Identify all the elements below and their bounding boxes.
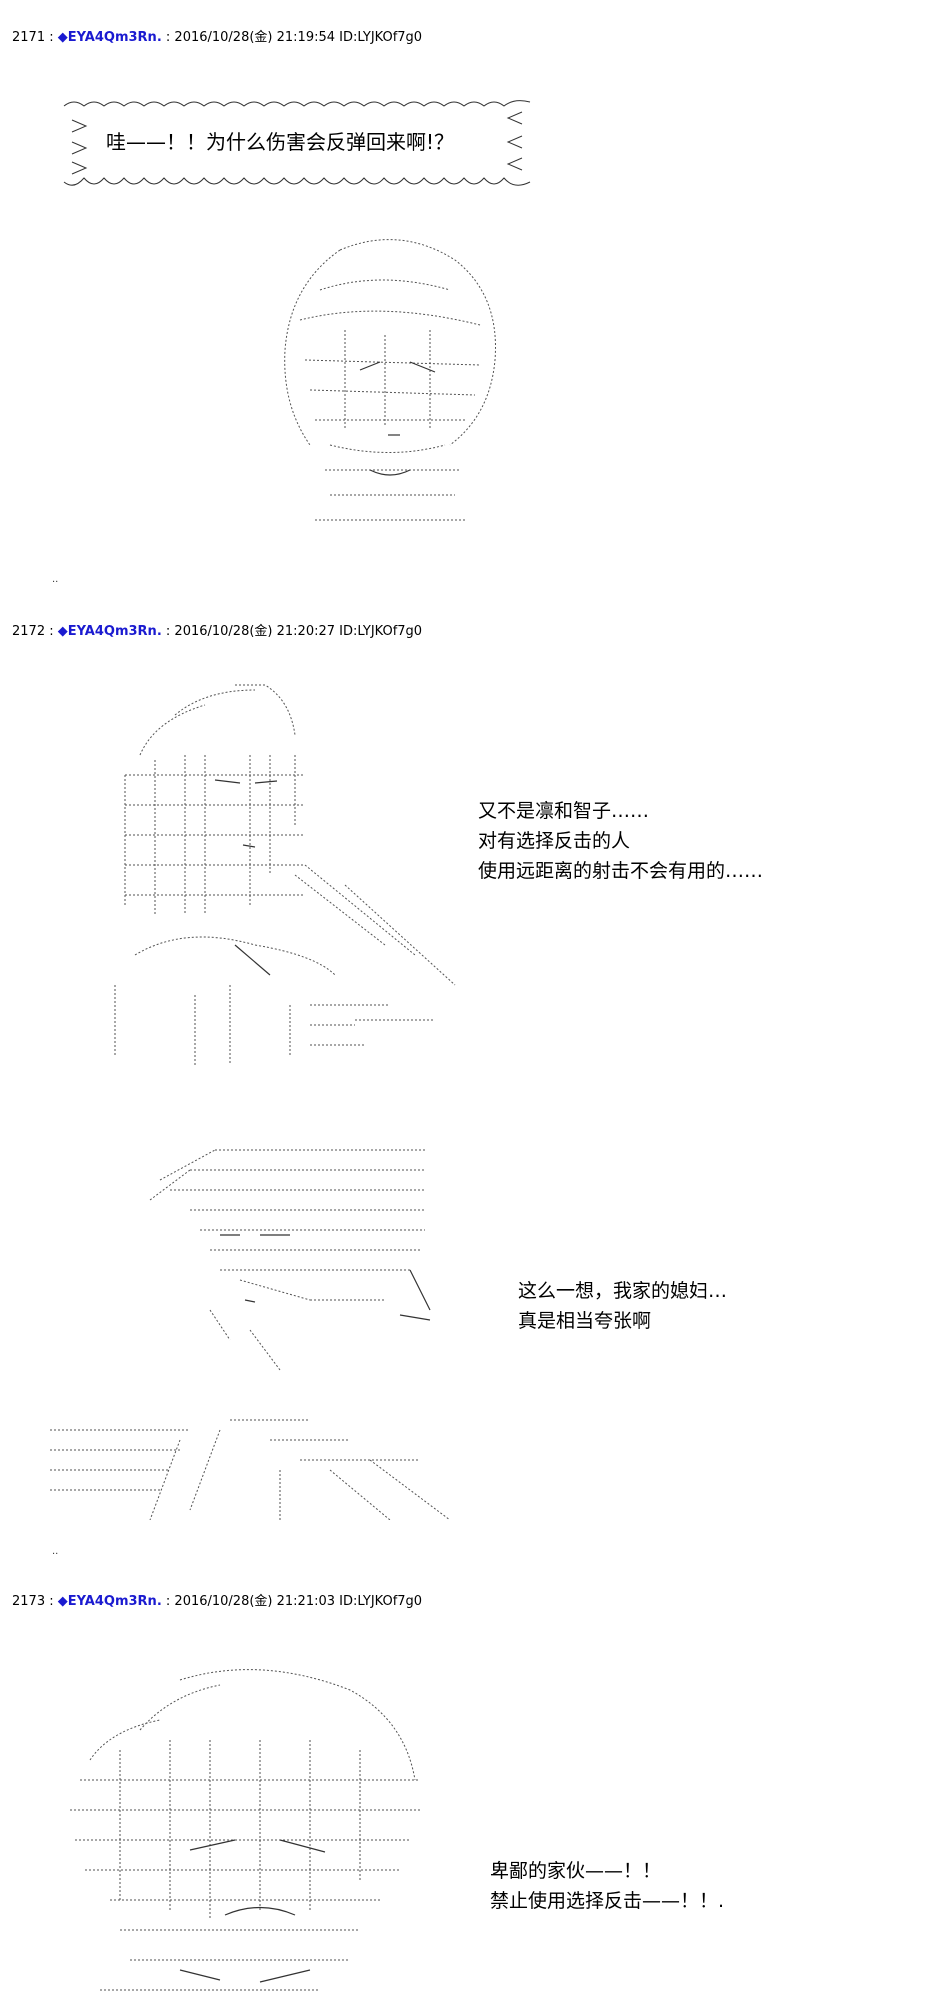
post-number: 2171 : xyxy=(12,30,54,45)
dialog-line: 卑鄙的家伙——！！ xyxy=(490,1860,662,1882)
shout-bubble: 哇——！！为什么伤害会反弹回来啊!？ xyxy=(62,96,532,188)
trip-code[interactable]: EYA4Qm3Rn. xyxy=(67,624,162,639)
dialog-line: 使用远距离的射击不会有用的…… xyxy=(478,860,764,882)
post-header-2173: 2173 : ◆EYA4Qm3Rn. : 2016/10/28(金) 21:21… xyxy=(12,1594,422,1610)
post-meta: : 2016/10/28(金) 21:20:27 ID:LYJKOf7g0 xyxy=(165,624,423,639)
post-number: 2173 : xyxy=(12,1594,54,1609)
shout-text: 哇——！！为什么伤害会反弹回来啊!？ xyxy=(106,130,455,154)
post-meta: : 2016/10/28(金) 21:19:54 ID:LYJKOf7g0 xyxy=(165,30,423,45)
ascii-art-angry-figure xyxy=(70,1669,420,1991)
dialog-line: 对有选择反击的人 xyxy=(478,830,631,852)
dialog-line: 又不是凛和智子…… xyxy=(478,800,650,822)
ascii-art-figure xyxy=(114,684,456,1065)
dialog-line: 禁止使用选择反击——！！. xyxy=(490,1890,725,1912)
dialog-line: 这么一想，我家的媳妇… xyxy=(518,1280,728,1302)
post-number: 2172 : xyxy=(12,624,54,639)
separator: .. xyxy=(52,574,59,585)
diamond-icon: ◆ xyxy=(57,30,68,45)
separator: .. xyxy=(52,1546,59,1557)
diamond-icon: ◆ xyxy=(57,1594,68,1609)
post-header-2172: 2172 : ◆EYA4Qm3Rn. : 2016/10/28(金) 21:20… xyxy=(12,624,422,640)
dialog-2173: 卑鄙的家伙——！！ 禁止使用选择反击——！！. xyxy=(490,1856,724,1916)
trip-code[interactable]: EYA4Qm3Rn. xyxy=(67,1594,162,1609)
trip-code[interactable]: EYA4Qm3Rn. xyxy=(67,30,162,45)
diamond-icon: ◆ xyxy=(57,624,68,639)
dialog-2172-a: 又不是凛和智子…… 对有选择反击的人 使用远距离的射击不会有用的…… xyxy=(478,796,763,886)
dialog-line: 真是相当夸张啊 xyxy=(518,1310,652,1332)
ascii-art-hat-figure xyxy=(50,1149,451,1520)
ascii-art-face xyxy=(284,239,496,521)
shout-bubble-border xyxy=(63,100,531,186)
post-header-2171: 2171 : ◆EYA4Qm3Rn. : 2016/10/28(金) 21:19… xyxy=(12,30,422,46)
dialog-2172-b: 这么一想，我家的媳妇… 真是相当夸张啊 xyxy=(518,1276,727,1336)
post-meta: : 2016/10/28(金) 21:21:03 ID:LYJKOf7g0 xyxy=(165,1594,423,1609)
